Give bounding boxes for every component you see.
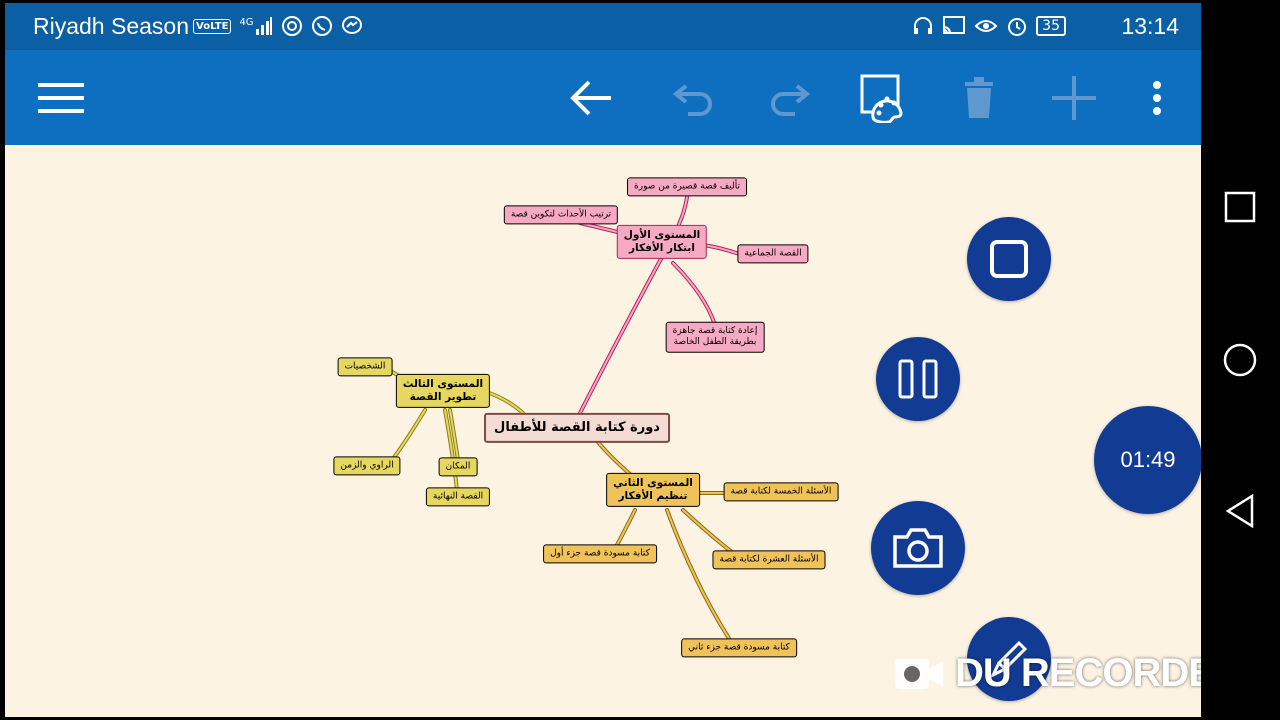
level2-subtitle: تنظيم الأفكار — [618, 490, 688, 502]
level3-child-node[interactable]: الشخصيات — [337, 357, 393, 377]
messenger-icon — [341, 16, 362, 34]
mindmap-canvas[interactable]: دورة كتابة القصة للأطفال المستوى الأول ا… — [5, 145, 1201, 717]
camera-icon — [893, 528, 943, 568]
trash-icon[interactable] — [953, 72, 1005, 124]
level3-child-node[interactable]: القصة النهائية — [425, 487, 491, 507]
undo-icon[interactable] — [668, 72, 720, 124]
menu-icon[interactable] — [35, 72, 87, 124]
level1-child-node[interactable]: إعادة كتابة قصة جاهزة بطريقة الطفل الخاص… — [665, 321, 765, 353]
pause-button[interactable] — [876, 337, 960, 421]
level2-child-node[interactable]: كتابة مسودة قصة جزء أول — [543, 544, 657, 564]
timer-button[interactable]: 01:49 — [1094, 406, 1201, 514]
level2-node[interactable]: المستوى الثاني تنظيم الأفكار — [606, 472, 700, 508]
battery-level: 35 — [1036, 16, 1066, 36]
clock: 13:14 — [1121, 13, 1179, 39]
add-icon[interactable] — [1048, 72, 1100, 124]
instagram-icon — [281, 16, 302, 36]
level1-child-line: بطريقة الطفل الخاصة — [673, 337, 757, 347]
level2-child-node[interactable]: الأسئلة الخمسة لكتابة قصة — [723, 482, 839, 502]
whatsapp-icon — [311, 16, 332, 36]
recorder-watermark: DU RECORDER — [893, 651, 1243, 696]
level2-title: المستوى الثاني — [613, 476, 693, 489]
brush-button[interactable] — [967, 617, 1051, 701]
status-left-icons: VoLTE 4G — [193, 15, 363, 37]
home-icon[interactable] — [1219, 339, 1261, 381]
signal-icon: 4G — [239, 17, 272, 35]
stop-button[interactable] — [967, 217, 1051, 301]
pause-icon — [898, 359, 938, 399]
watermark-text: DU RECORDER — [955, 651, 1243, 695]
carrier-name: Riyadh Season — [33, 13, 189, 39]
root-node[interactable]: دورة كتابة القصة للأطفال — [484, 412, 670, 444]
status-bar: Riyadh Season VoLTE 4G 35 13:14 — [5, 3, 1201, 50]
level1-title: المستوى الأول — [623, 228, 701, 241]
level1-node[interactable]: المستوى الأول ابتكار الأفكار — [616, 224, 708, 260]
level1-subtitle: ابتكار الأفكار — [629, 242, 695, 254]
brush-icon — [989, 640, 1028, 679]
back-icon[interactable] — [1219, 490, 1261, 532]
headset-icon — [914, 17, 933, 34]
palette-icon[interactable] — [858, 72, 910, 124]
level3-node[interactable]: المستوى الثالث تطوير القصة — [395, 373, 491, 409]
video-camera-icon — [895, 658, 943, 689]
volte-badge: VoLTE — [193, 18, 232, 34]
redo-icon[interactable] — [763, 72, 815, 124]
toolbar — [5, 50, 1201, 145]
more-vert-icon[interactable] — [1131, 72, 1183, 124]
status-right-icons: 35 — [912, 15, 1066, 37]
cast-icon — [943, 16, 966, 34]
level2-child-node[interactable]: كتابة مسودة قصة جزء ثاني — [681, 638, 797, 658]
level1-child-line: إعادة كتابة قصة جاهزة — [672, 325, 758, 336]
network-type: 4G — [239, 17, 254, 28]
level2-child-node[interactable]: الأسئلة العشرة لكتابة قصة — [712, 550, 826, 570]
screenshot-button[interactable] — [871, 501, 965, 595]
stop-icon — [990, 240, 1028, 278]
eye-icon — [974, 20, 998, 32]
app-window: Riyadh Season VoLTE 4G 35 13:14 — [5, 3, 1201, 717]
level1-child-node[interactable]: ترتيب الأحداث لتكوين قصة — [503, 205, 619, 225]
alarm-icon — [1008, 18, 1027, 36]
level3-child-node[interactable]: المكان — [438, 457, 478, 477]
level3-title: المستوى الثالث — [402, 377, 484, 390]
level3-child-node[interactable]: الراوي والزمن — [333, 456, 401, 476]
level1-child-node[interactable]: تأليف قصة قصيرة من صورة — [627, 177, 747, 197]
back-arrow-icon[interactable] — [565, 72, 617, 124]
level3-subtitle: تطوير القصة — [409, 391, 477, 403]
recents-icon[interactable] — [1219, 186, 1261, 228]
recording-timer: 01:49 — [1120, 447, 1176, 472]
nav-bar — [1201, 0, 1280, 720]
level1-child-node[interactable]: القصة الجماعية — [737, 244, 809, 264]
